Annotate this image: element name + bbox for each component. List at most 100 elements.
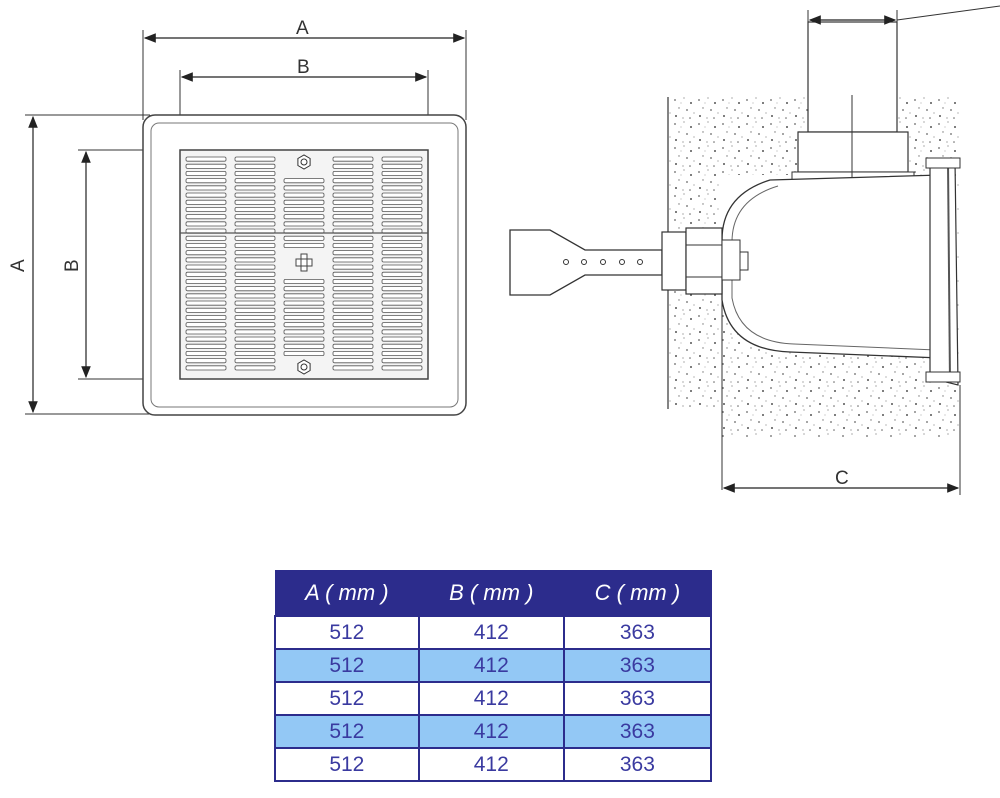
grate-slot <box>381 185 423 191</box>
grate-slot <box>381 365 423 371</box>
grate-slot <box>381 278 423 284</box>
grate-slot <box>332 199 374 205</box>
grate-slot <box>234 278 276 284</box>
grate-slot <box>185 178 227 184</box>
grate-slot <box>185 343 227 349</box>
grate-slot <box>332 350 374 356</box>
grate-slot <box>381 329 423 335</box>
grate-slot <box>283 192 325 198</box>
grate-slot <box>185 314 227 320</box>
grate-slot <box>185 286 227 292</box>
grate-slot <box>234 185 276 191</box>
cell-a: 512 <box>274 615 420 650</box>
grate-slot <box>332 235 374 241</box>
center-mark <box>295 253 313 272</box>
grate-slot <box>332 286 374 292</box>
grate-slot <box>381 264 423 270</box>
cell-b: 412 <box>417 681 565 716</box>
grate-slot <box>185 300 227 306</box>
screw-icon <box>297 154 311 170</box>
header-a: A ( mm ) <box>274 570 420 617</box>
grate-slot <box>185 278 227 284</box>
grate-slot <box>381 286 423 292</box>
grate-slot <box>381 178 423 184</box>
dimensions-table: A ( mm ) B ( mm ) C ( mm ) 512 412 363 5… <box>274 570 713 782</box>
grate-slot <box>185 206 227 212</box>
vertical-pipe <box>791 21 915 195</box>
grate-slot <box>234 257 276 263</box>
grate-slot <box>234 293 276 299</box>
cell-a: 512 <box>274 747 420 782</box>
cell-c: 363 <box>562 714 713 749</box>
grate-slot <box>234 192 276 198</box>
grate-slot <box>381 322 423 328</box>
grate-slot <box>381 300 423 306</box>
cell-c: 363 <box>562 648 713 683</box>
grate-slot <box>332 257 374 263</box>
cell-b: 412 <box>417 714 565 749</box>
grate-slot <box>283 336 325 342</box>
dimension-a-top: A <box>142 18 467 120</box>
grate-slot <box>332 329 374 335</box>
cell-c: 363 <box>562 681 713 716</box>
technical-drawing: A B A B <box>8 5 1000 495</box>
skimmer-body <box>721 174 941 359</box>
grate-slot <box>332 343 374 349</box>
grate-slot <box>185 250 227 256</box>
grate-slot <box>381 192 423 198</box>
cell-b: 412 <box>417 747 565 782</box>
table-row: 512 412 363 <box>274 648 713 683</box>
grate-slot <box>381 271 423 277</box>
grate-slot <box>283 235 325 241</box>
grate-slot <box>185 235 227 241</box>
cell-a: 512 <box>274 648 420 683</box>
grate-slot <box>381 350 423 356</box>
table-row: 512 412 363 <box>274 681 713 716</box>
grate-slot <box>381 163 423 169</box>
grate-slot <box>234 329 276 335</box>
dimension-c-top <box>807 5 1000 30</box>
grate-slot <box>332 307 374 313</box>
grate-slot <box>381 214 423 220</box>
grate-slot <box>234 358 276 364</box>
grate-slot <box>283 206 325 212</box>
grate-slot <box>283 322 325 328</box>
grate-slot <box>283 314 325 320</box>
grate-slot <box>234 365 276 371</box>
grate-slot <box>332 163 374 169</box>
grate-slot <box>283 185 325 191</box>
grate-slot <box>185 358 227 364</box>
grate-slot <box>185 214 227 220</box>
side-section-view: C <box>509 5 1000 495</box>
grate-slot <box>234 242 276 248</box>
grate-slot <box>234 235 276 241</box>
grate-slot <box>332 185 374 191</box>
grate-slot <box>234 156 276 162</box>
grate-slot <box>234 300 276 306</box>
grate-slot <box>332 358 374 364</box>
grate-slot <box>234 170 276 176</box>
grate-slot <box>185 264 227 270</box>
grate-slot <box>185 156 227 162</box>
grate-slot <box>234 264 276 270</box>
grate-slot <box>234 206 276 212</box>
dim-label-a-top: A <box>296 18 309 39</box>
grate-slot <box>381 336 423 342</box>
grate-slot <box>185 185 227 191</box>
dim-label-b-left: B <box>62 259 83 272</box>
grate-slot <box>283 300 325 306</box>
table-row: 512 412 363 <box>274 714 713 749</box>
grate <box>179 149 429 380</box>
grate-slot <box>283 242 325 248</box>
grate-slot <box>234 163 276 169</box>
grate-slot <box>283 214 325 220</box>
grate-slot <box>381 170 423 176</box>
dim-label-a-left: A <box>8 259 29 272</box>
grate-slot <box>283 199 325 205</box>
cell-b: 412 <box>417 615 565 650</box>
grate-slot <box>381 250 423 256</box>
grate-slot <box>234 286 276 292</box>
grate-slot <box>332 156 374 162</box>
grate-slot <box>234 314 276 320</box>
cell-b: 412 <box>417 648 565 683</box>
